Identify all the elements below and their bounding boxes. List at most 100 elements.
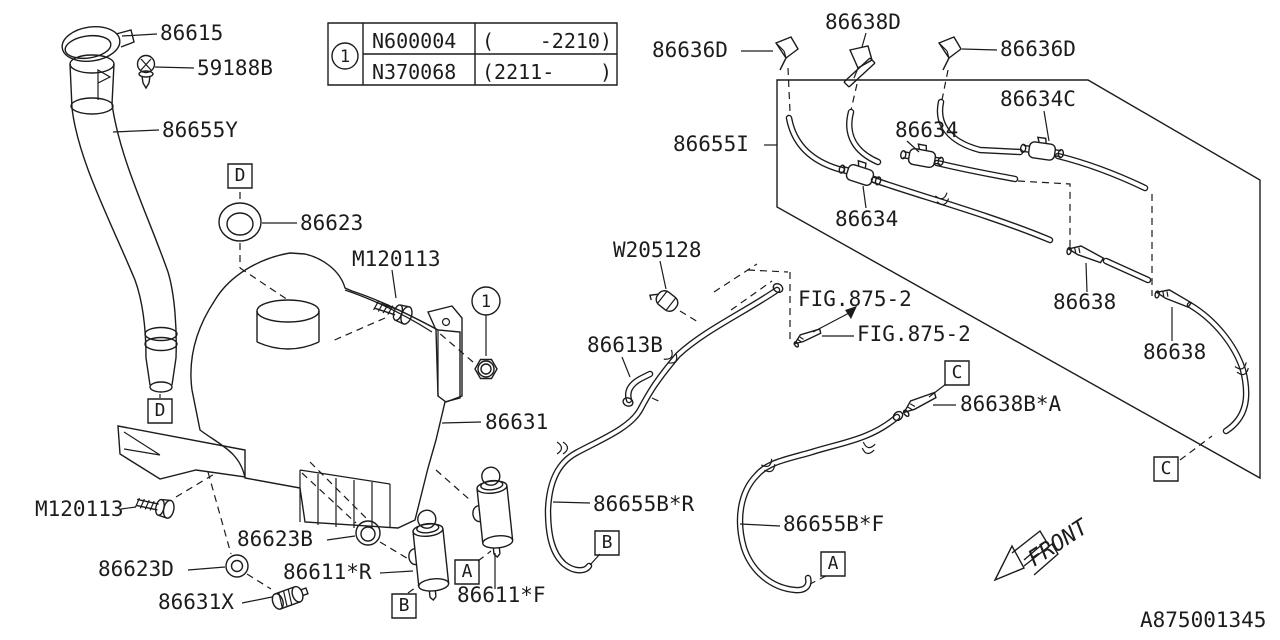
callout-1-number: 1 (481, 292, 491, 312)
label-86634-upper[interactable]: 86634 (895, 118, 958, 142)
label-86655i[interactable]: 86655I (673, 132, 749, 156)
ref-letter-a-left: A (462, 561, 473, 582)
dash-ref-a2 (810, 576, 826, 584)
filler-neck-hose-86655y-drawing (70, 55, 177, 392)
tank-ribs (300, 470, 390, 528)
leader-86623d (188, 567, 225, 570)
leader-59188b (155, 67, 194, 68)
label-86631[interactable]: 86631 (485, 410, 548, 434)
table-range-1-value: -2210) (540, 29, 612, 53)
tank-arm (118, 426, 245, 479)
label-fig-875-2-second[interactable]: FIG.875-2 (857, 322, 971, 346)
table-part-n600004[interactable]: N600004 (372, 29, 456, 53)
label-fig-875-2-first[interactable]: FIG.875-2 (798, 287, 912, 311)
leader-86615 (122, 34, 157, 36)
leader-86638d (862, 33, 866, 47)
label-86634-lower[interactable]: 86634 (835, 207, 898, 231)
label-w205128[interactable]: W205128 (613, 238, 702, 262)
label-86655y[interactable]: 86655Y (162, 118, 238, 142)
ref-box-d-top[interactable]: D (228, 164, 252, 188)
washer-nozzle-86636d-right-drawing (938, 36, 962, 71)
drawing-code: A875001345 (1140, 608, 1266, 632)
ref-box-c-second[interactable]: C (1154, 457, 1178, 481)
label-86638d[interactable]: 86638D (825, 10, 901, 34)
valve-86631x-drawing (270, 583, 309, 610)
joint-86613b-drawing (622, 374, 650, 407)
label-m120113-bottom[interactable]: M120113 (35, 497, 124, 521)
dash-ref-ab (408, 551, 491, 593)
ref-box-a-right[interactable]: A (821, 552, 845, 576)
dash-86613b (652, 398, 663, 403)
ref-letter-b-left: B (399, 595, 410, 616)
label-86655bf[interactable]: 86655B*F (783, 512, 884, 536)
washer-nozzle-86636d-left-drawing (775, 36, 799, 71)
front-label: FRONT (1024, 514, 1095, 572)
joint-86638-first-drawing (1065, 243, 1106, 264)
ref-box-b-left[interactable]: B (392, 594, 416, 618)
dash-m120113-top (330, 318, 385, 342)
fig-arrowhead (845, 306, 857, 319)
leader-w205128 (660, 261, 666, 289)
table-callout-number[interactable]: 1 (340, 47, 350, 67)
ref-letter-d-top: D (235, 165, 246, 186)
ref-box-d-bottom[interactable]: D (148, 399, 172, 423)
label-86634c[interactable]: 86634C (1000, 87, 1076, 111)
leader-86634c (1044, 111, 1049, 141)
dash-nozzle-drops (788, 68, 948, 112)
label-86611r[interactable]: 86611*R (283, 560, 372, 584)
leader-m120113-bottom (121, 507, 136, 509)
label-86638-second[interactable]: 86638 (1143, 340, 1206, 364)
hose-set-86655i-drawing (789, 102, 1251, 431)
leader-m120113-top (392, 270, 396, 298)
label-86636d-right[interactable]: 86636D (1000, 37, 1076, 61)
grommet-86623b-drawing (356, 521, 380, 545)
label-86623b[interactable]: 86623B (237, 527, 313, 551)
label-86615[interactable]: 86615 (160, 21, 223, 45)
table-range-1-open: ( (482, 29, 494, 53)
ref-letter-d-bottom: D (155, 400, 166, 421)
washer-nozzle-86638d-drawing (844, 46, 875, 87)
dash-ref-c2 (1180, 436, 1212, 460)
leader-86638-first (1086, 263, 1087, 292)
label-86638-first[interactable]: 86638 (1053, 290, 1116, 314)
leader-ref-c1 (929, 384, 946, 397)
screw-59188b-drawing (138, 56, 155, 89)
label-86638ba[interactable]: 86638B*A (960, 392, 1062, 416)
leader-86631x (242, 597, 272, 603)
label-86611f[interactable]: 86611*F (457, 583, 546, 607)
screw-m120113-bottom-drawing (133, 492, 177, 520)
leader-86636d-right (962, 49, 997, 50)
leader-86634-upper (907, 141, 919, 152)
fig-arrow-line (813, 312, 851, 332)
label-86623[interactable]: 86623 (300, 211, 363, 235)
label-86613b[interactable]: 86613B (587, 333, 663, 357)
label-86655br[interactable]: 86655B*R (593, 492, 695, 516)
tank-bracket (428, 306, 462, 402)
dash-pump-assembly (208, 462, 470, 589)
label-59188b[interactable]: 59188B (197, 56, 273, 80)
dash-w205128 (680, 311, 698, 322)
table-callout-circle (332, 43, 358, 69)
dash-joint-1 (1018, 181, 1070, 250)
ref-box-c-first[interactable]: C (945, 361, 969, 385)
label-86623d[interactable]: 86623D (98, 557, 174, 581)
label-86631x[interactable]: 86631X (158, 590, 234, 614)
callout-1-diagram[interactable]: 1 (472, 287, 500, 315)
table-part-n370068[interactable]: N370068 (372, 60, 456, 84)
label-m120113-top[interactable]: M120113 (352, 247, 441, 271)
fig-joint-drawing (791, 323, 823, 350)
label-86636d-left[interactable]: 86636D (652, 38, 728, 62)
dash-86623-to-tank (240, 243, 288, 300)
ref-box-b-right[interactable]: B (595, 531, 619, 555)
hose-panel-outline (777, 80, 1260, 478)
table-range-2-value: (2211- (482, 60, 554, 84)
dash-nut-to-tank (438, 332, 473, 362)
ref-letter-c-first: C (952, 362, 963, 383)
leader-ref-b2 (590, 554, 600, 565)
table-range-2-close: ) (600, 60, 612, 84)
leader-86634-lower (863, 186, 866, 208)
washer-pump-86611r-drawing (403, 508, 451, 603)
ref-box-a-left[interactable]: A (455, 560, 479, 584)
